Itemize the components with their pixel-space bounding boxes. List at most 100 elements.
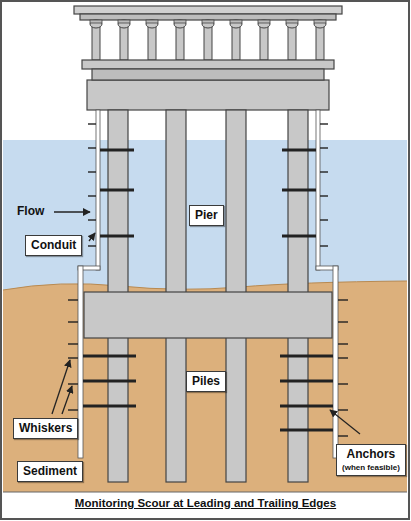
balusters xyxy=(174,20,186,23)
anchors xyxy=(83,150,333,430)
whiskers xyxy=(68,321,78,322)
whiskers xyxy=(338,299,348,300)
anchors xyxy=(280,380,333,383)
anchors xyxy=(83,380,136,383)
anchors xyxy=(282,189,316,192)
balusters xyxy=(176,26,184,60)
balusters xyxy=(118,20,130,23)
whiskers xyxy=(320,219,328,220)
balusters xyxy=(92,26,100,60)
whiskers xyxy=(338,435,348,436)
deck-slab xyxy=(82,60,334,69)
whiskers xyxy=(320,245,328,246)
whiskers xyxy=(320,171,328,172)
balusters xyxy=(286,20,298,28)
label-text: Conduit xyxy=(31,238,76,253)
whiskers xyxy=(88,171,96,172)
balusters xyxy=(202,20,214,23)
anchors xyxy=(282,149,316,152)
deck-rail xyxy=(74,6,342,14)
label-text: Sediment xyxy=(23,464,77,479)
label-text: Piles xyxy=(192,374,220,389)
anchors xyxy=(100,235,134,238)
label-box: Piles xyxy=(186,371,226,392)
balusters xyxy=(90,20,102,28)
whiskers xyxy=(338,321,348,322)
leader-line xyxy=(89,233,95,241)
label-text: Anchors xyxy=(342,447,400,462)
note-text: (when feasible) xyxy=(342,462,400,473)
whiskers xyxy=(320,147,328,148)
conduit xyxy=(78,110,338,458)
whiskers xyxy=(320,195,328,196)
balusters xyxy=(118,20,130,28)
sediment-ground xyxy=(3,281,407,492)
anchors xyxy=(100,149,134,152)
balusters xyxy=(120,26,128,60)
conduit xyxy=(96,110,100,270)
whiskers xyxy=(338,383,348,384)
anchors xyxy=(280,355,333,358)
leader-line xyxy=(52,360,70,414)
balusters xyxy=(232,26,240,60)
balusters xyxy=(174,20,186,28)
bearing-seat xyxy=(92,69,324,80)
whiskers xyxy=(320,123,328,124)
balusters xyxy=(202,20,214,28)
label-text: Whiskers xyxy=(19,421,72,436)
balusters xyxy=(90,20,326,60)
leader-lines xyxy=(52,212,360,434)
anchors xyxy=(280,405,333,408)
whiskers xyxy=(88,219,96,220)
title-rule xyxy=(3,492,407,493)
whiskers xyxy=(88,245,96,246)
balusters xyxy=(260,26,268,60)
balusters xyxy=(146,20,158,28)
whiskers xyxy=(68,383,78,384)
whiskers xyxy=(88,123,96,124)
anchors xyxy=(282,235,316,238)
flow-label: Flow xyxy=(17,204,44,218)
flow-arrow xyxy=(54,211,90,212)
leader-line xyxy=(62,386,72,414)
balusters xyxy=(314,20,326,23)
leader-line xyxy=(330,410,360,434)
balusters xyxy=(286,20,298,23)
label-text: Pier xyxy=(195,208,218,223)
conduit xyxy=(333,266,338,458)
pier-cap xyxy=(87,80,329,110)
label-box: Pier xyxy=(189,205,224,226)
deck-rail xyxy=(80,14,336,20)
balusters xyxy=(230,20,242,23)
balusters xyxy=(258,20,270,23)
balusters xyxy=(90,20,102,23)
label-box: Whiskers xyxy=(13,418,78,439)
whiskers xyxy=(338,409,348,410)
balusters xyxy=(258,20,270,28)
anchors xyxy=(83,405,136,408)
balusters xyxy=(288,26,296,60)
whiskers xyxy=(68,343,78,344)
anchors xyxy=(100,189,134,192)
balusters xyxy=(314,20,326,28)
whiskers xyxy=(88,195,96,196)
label-box: Sediment xyxy=(17,461,83,482)
label-box: Conduit xyxy=(25,235,82,256)
balusters xyxy=(146,20,158,23)
whiskers xyxy=(68,357,78,358)
diagram-title: Monitoring Scour at Leading and Trailing… xyxy=(0,497,411,509)
pile-cap xyxy=(84,292,332,338)
whiskers xyxy=(338,343,348,344)
whiskers xyxy=(68,124,348,436)
whiskers xyxy=(68,299,78,300)
balusters xyxy=(204,26,212,60)
conduit xyxy=(316,110,320,270)
bed-line xyxy=(3,281,407,290)
label-box: Anchors(when feasible) xyxy=(336,444,406,476)
balusters xyxy=(148,26,156,60)
whiskers xyxy=(338,357,348,358)
anchors xyxy=(280,429,333,432)
